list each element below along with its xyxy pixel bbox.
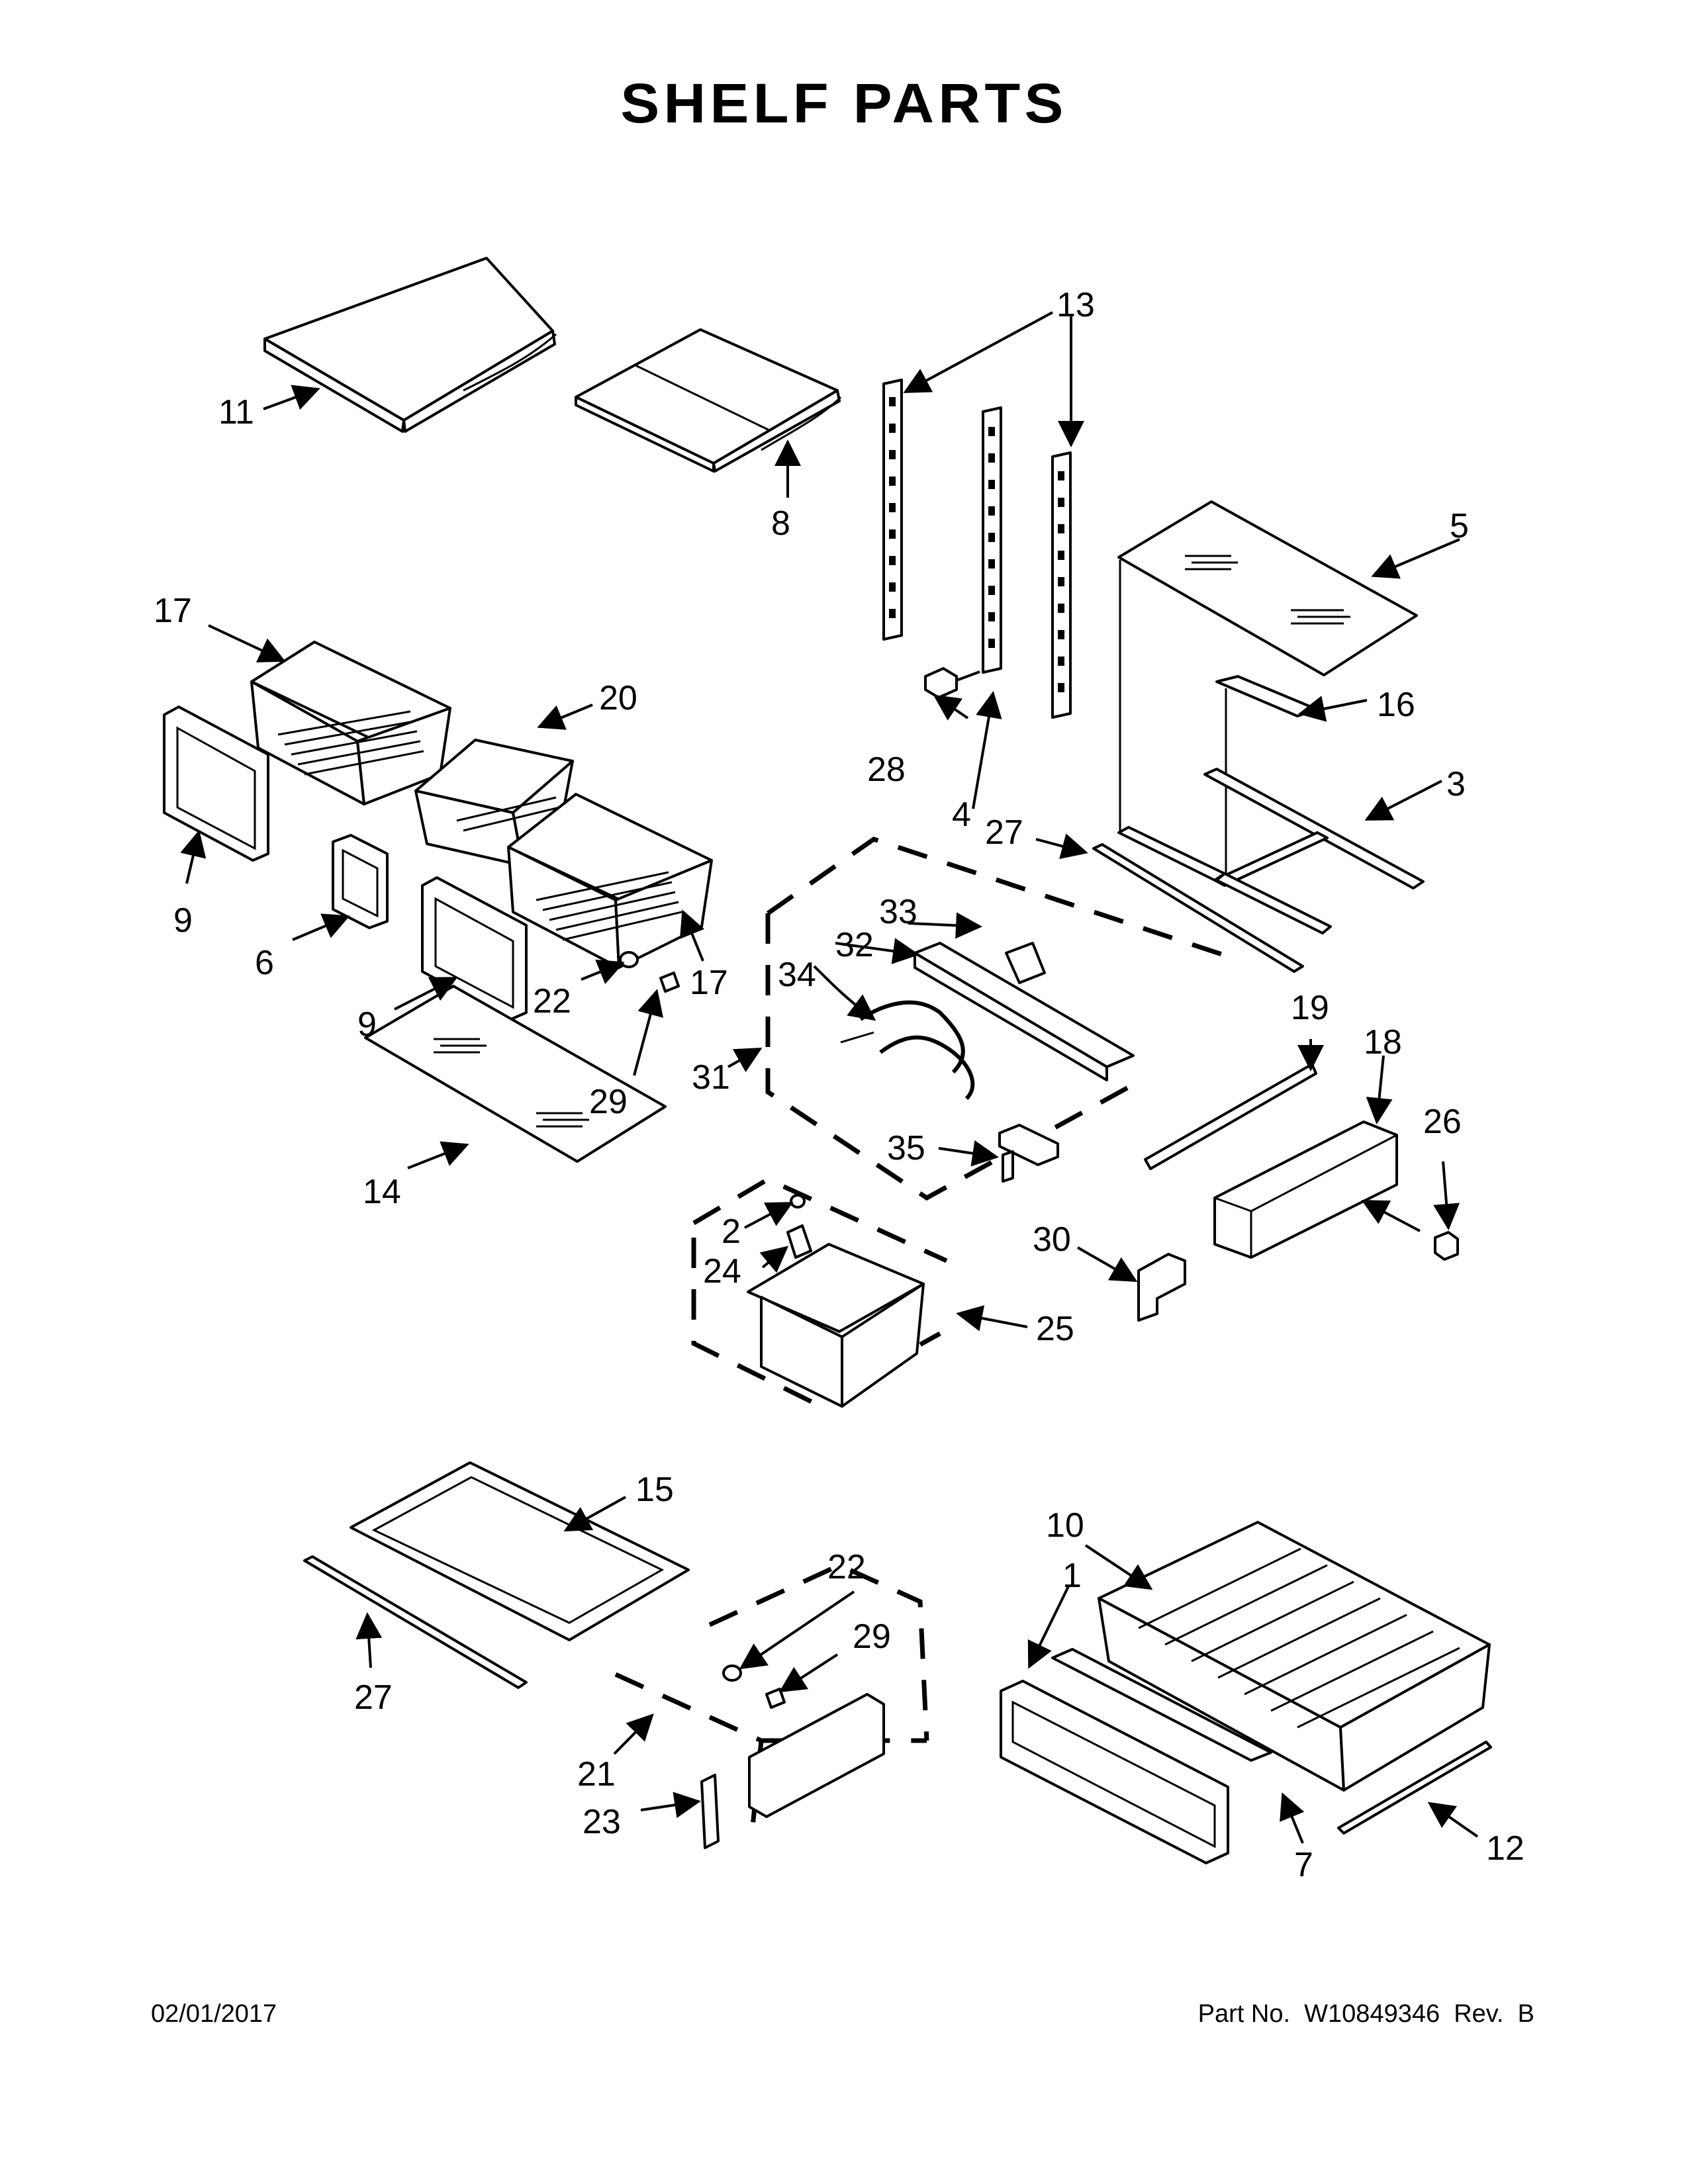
- callout-24: 24: [703, 1252, 741, 1291]
- callout-32: 32: [835, 926, 874, 964]
- part-18-housing: [1213, 1120, 1398, 1259]
- callout-33: 33: [879, 893, 917, 931]
- callout-18: 18: [1364, 1023, 1402, 1062]
- callout-17-upper: 17: [154, 592, 192, 630]
- callout-labels: 11 8 13 5 16 3 27 28 4 17 20 9 6 17 9 22…: [154, 286, 1524, 1884]
- callout-29-lower: 29: [853, 1617, 891, 1656]
- part-2-24-clip: [786, 1194, 812, 1259]
- part-20-bin: [414, 739, 574, 867]
- part-26-screw: [1434, 1231, 1459, 1261]
- part-10-freezer-basket: [1098, 1521, 1491, 1792]
- part-25-drawer-mechanism: [747, 1243, 925, 1408]
- callout-5: 5: [1450, 507, 1469, 545]
- part-21-drawer-slide: [748, 1693, 885, 1818]
- part-28-screw: [924, 667, 980, 699]
- callout-25: 25: [1036, 1310, 1074, 1348]
- callout-31: 31: [692, 1058, 730, 1097]
- part-1-freezer-front: [1000, 1680, 1229, 1864]
- footer-date: 02/01/2017: [151, 2000, 277, 2028]
- callout-27-upper: 27: [985, 813, 1023, 852]
- callout-14: 14: [363, 1173, 401, 1211]
- callout-2: 2: [722, 1212, 741, 1251]
- part-17-crisper-upper: [250, 641, 451, 805]
- callout-7: 7: [1294, 1846, 1313, 1884]
- callout-22-lower: 22: [827, 1548, 866, 1586]
- callout-10: 10: [1046, 1506, 1084, 1545]
- callout-8: 8: [771, 504, 790, 543]
- callout-19: 19: [1291, 989, 1329, 1027]
- callout-26: 26: [1423, 1103, 1462, 1141]
- callout-4: 4: [952, 796, 971, 834]
- part-27-trim-strip-lower: [303, 1555, 528, 1689]
- part-11-shelf: [263, 257, 557, 433]
- callout-9-left: 9: [173, 901, 193, 940]
- callout-21: 21: [577, 1755, 616, 1794]
- part-13-ladder-rails: [882, 379, 1072, 719]
- part-9-drawer-front-left: [163, 705, 269, 862]
- callout-20: 20: [599, 679, 637, 717]
- part-35-sensor: [998, 1124, 1059, 1183]
- part-12-rod: [1337, 1741, 1492, 1835]
- part-23-end-cap: [700, 1774, 720, 1849]
- part-3-shelf-frame: [1117, 768, 1425, 934]
- callout-16: 16: [1377, 686, 1415, 724]
- part-6-tray: [332, 834, 389, 929]
- callout-6: 6: [255, 944, 274, 982]
- callout-3: 3: [1446, 765, 1466, 803]
- part-14-glass-shelf: [364, 985, 667, 1163]
- callout-12: 12: [1486, 1829, 1524, 1868]
- callout-22-upper: 22: [533, 982, 571, 1021]
- part-7-trim: [1051, 1648, 1272, 1762]
- part-22-29-fasteners-upper: [619, 951, 680, 993]
- leader-arrows: [180, 311, 1479, 1844]
- callout-27-lower: 27: [354, 1678, 393, 1717]
- part-5-glass-shelf: [1117, 500, 1418, 833]
- callout-28: 28: [867, 751, 906, 789]
- part-30-block: [1137, 1253, 1186, 1322]
- page-title: SHELF PARTS: [620, 72, 1068, 134]
- part-19-rail: [1144, 1063, 1317, 1170]
- callout-17-lower: 17: [690, 964, 728, 1002]
- part-27-trim-strip-upper: [1092, 843, 1304, 973]
- part-8-split-shelf: [575, 328, 842, 473]
- callout-13: 13: [1056, 286, 1095, 324]
- callout-35: 35: [887, 1129, 925, 1167]
- callout-34: 34: [778, 956, 816, 994]
- callout-29-upper: 29: [589, 1083, 628, 1121]
- callout-30: 30: [1033, 1220, 1071, 1259]
- part-15-freezer-shelf: [350, 1461, 690, 1641]
- callout-9-center: 9: [357, 1005, 377, 1044]
- part-34-wire-harness: [840, 1000, 975, 1101]
- part-32-33-housing: [914, 942, 1135, 1081]
- callout-11: 11: [218, 393, 254, 432]
- callout-1: 1: [1062, 1557, 1082, 1595]
- callout-23: 23: [583, 1803, 621, 1841]
- callout-15: 15: [635, 1471, 674, 1509]
- footer-part-number: Part No. W10849346 Rev. B: [1197, 2000, 1534, 2028]
- part-22-29-fasteners-lower: [722, 1664, 786, 1709]
